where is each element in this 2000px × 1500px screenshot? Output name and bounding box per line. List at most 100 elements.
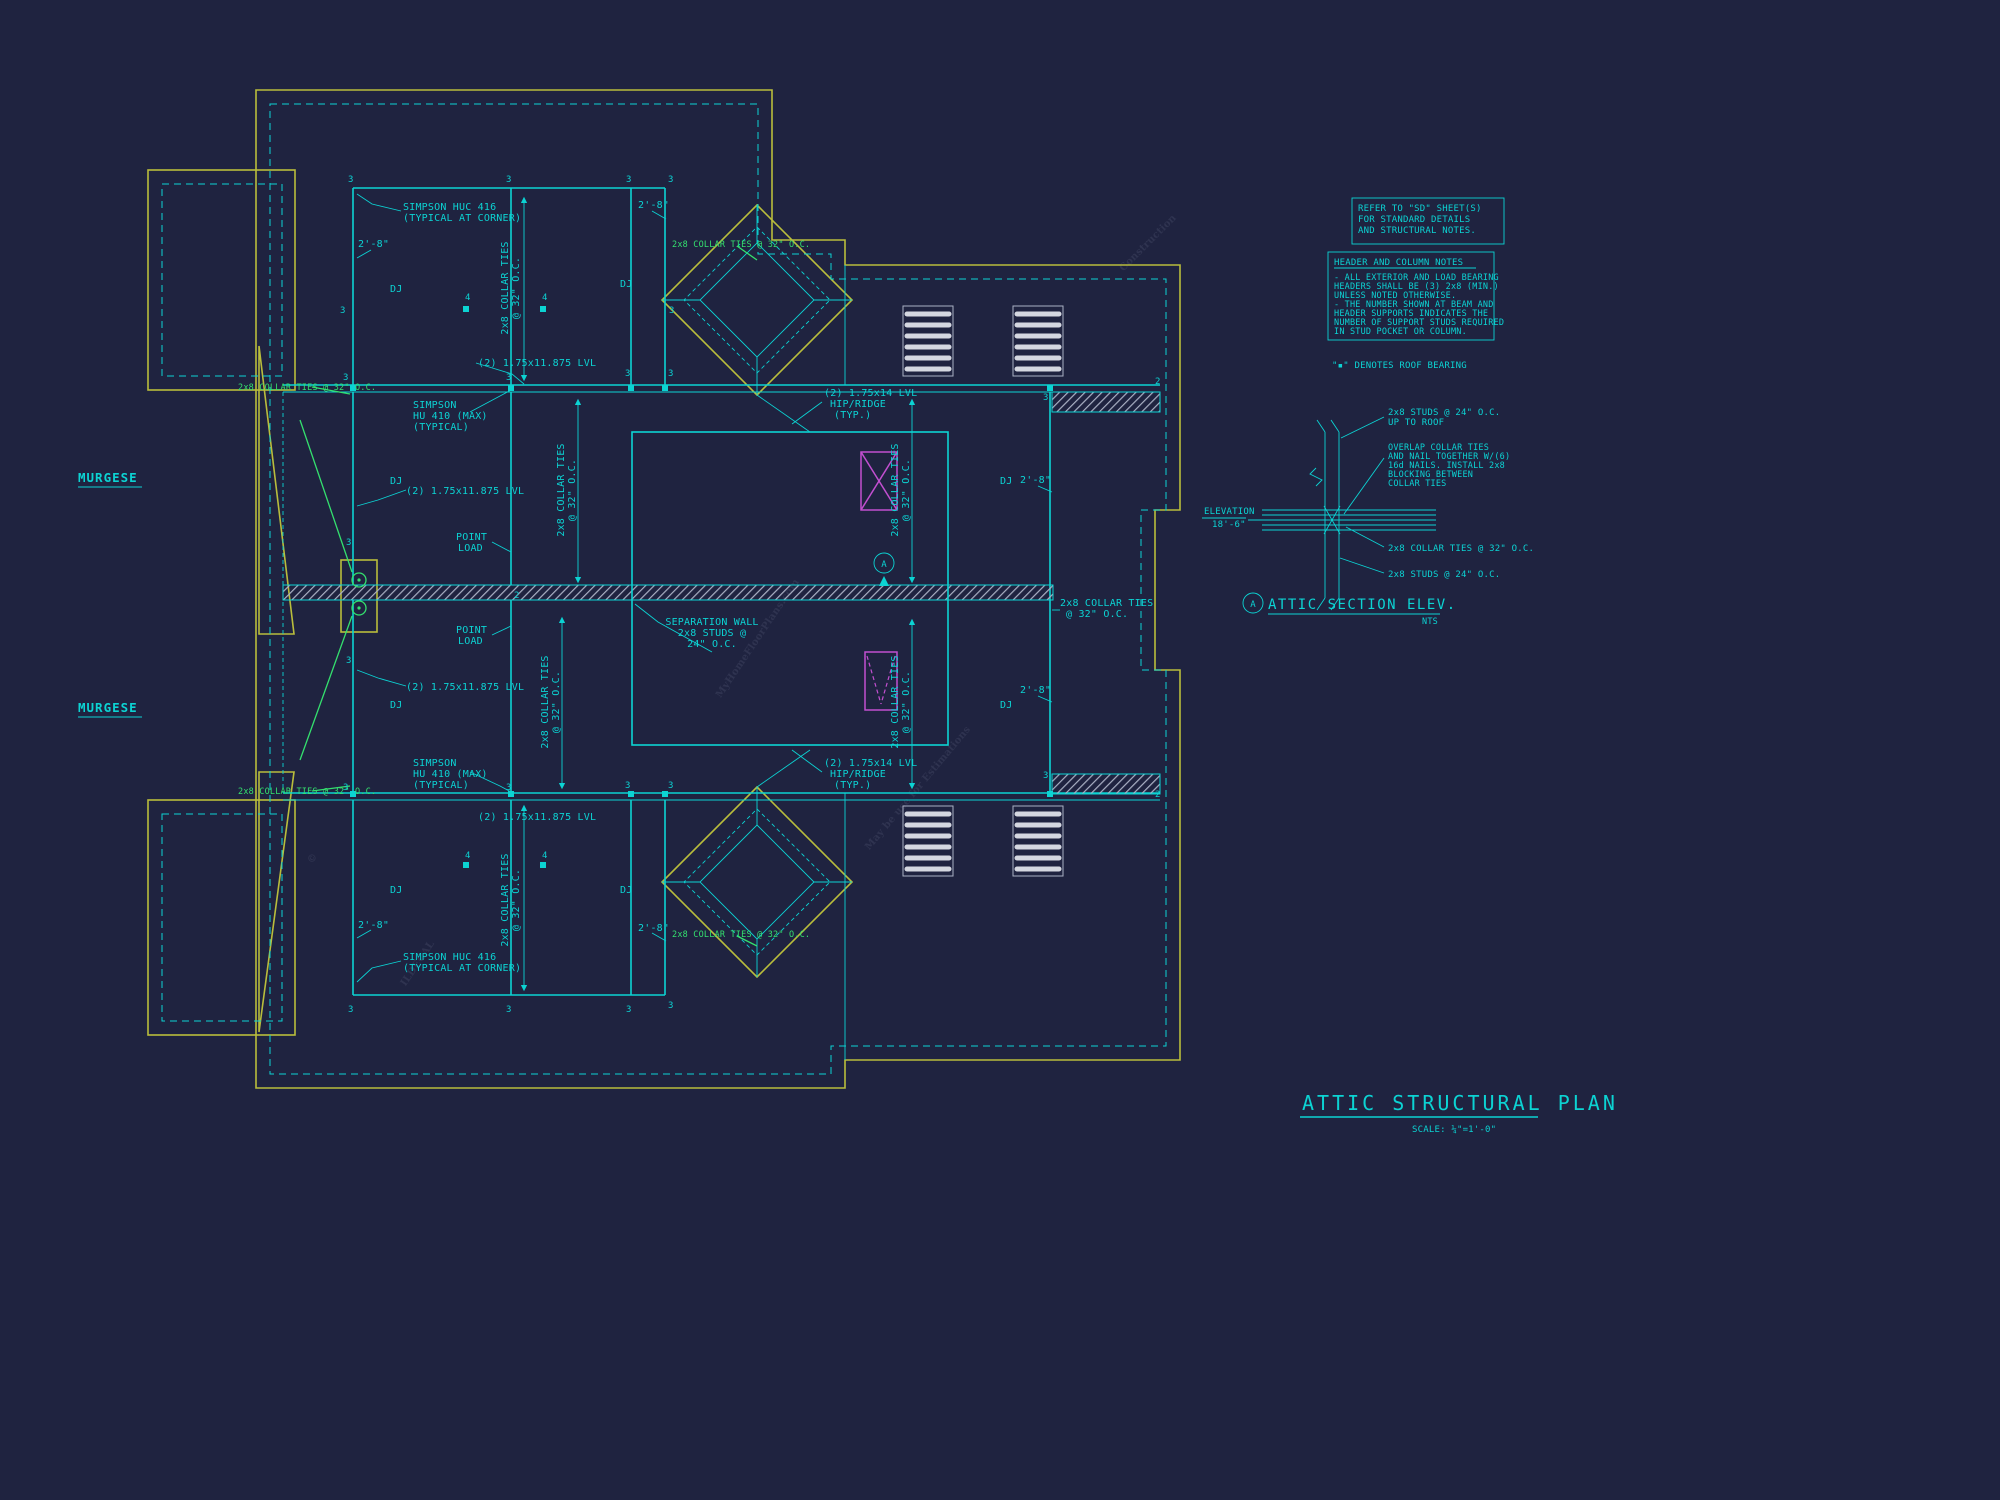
lvl-note: (2) 1.75x11.875 LVL xyxy=(406,486,524,497)
sheet-title: ATTIC STRUCTURAL PLAN xyxy=(1302,1091,1618,1115)
stud-count-label: 3 xyxy=(668,781,674,791)
simpson-huc-note: SIMPSON HUC 416(TYPICAL AT CORNER) xyxy=(403,952,521,974)
stud-count-label: 3 xyxy=(348,1005,354,1015)
vent-outline xyxy=(1012,805,1064,877)
refer-note: REFER TO "SD" SHEET(S)FOR STANDARD DETAI… xyxy=(1358,204,1482,236)
header-hatched xyxy=(1051,391,1161,413)
damper-symbol xyxy=(864,651,898,711)
vent-outline xyxy=(902,805,954,877)
collar-ties-green-note: 2x8 COLLAR TIES @ 32" O.C. xyxy=(238,383,376,393)
left-top-bumpout-outline xyxy=(147,169,296,391)
stud-count-label: 3 xyxy=(1043,771,1049,781)
section-leader xyxy=(1339,557,1385,574)
hip-ridge-line xyxy=(756,394,811,433)
header-hatched xyxy=(1051,773,1161,795)
section-marker-arrow xyxy=(879,576,889,586)
dim-leader xyxy=(651,932,667,942)
dim-leader xyxy=(356,929,372,939)
collar-ties-green-note: 2x8 COLLAR TIES @ 32" O.C. xyxy=(238,787,376,797)
collar-ties-note-vertical: 2x8 COLLAR TIES@ 32" O.C. xyxy=(500,853,522,946)
leader-line-green xyxy=(311,386,351,395)
section-title: ATTIC SECTION ELEV. xyxy=(1268,597,1457,613)
header-notes-title: HEADER AND COLUMN NOTES xyxy=(1334,258,1463,268)
collar-ties-note: 2x8 COLLAR TIES@ 32" O.C. xyxy=(1060,598,1153,620)
damper-x xyxy=(860,451,898,511)
collar-ties-text: 2x8 COLLAR TIES@ 32" O.C. xyxy=(556,443,578,536)
stud-count-label: 3 xyxy=(506,373,512,383)
lvl-note: (2) 1.75x11.875 LVL xyxy=(406,682,524,693)
connector-leader xyxy=(299,615,353,761)
leader-line xyxy=(356,193,402,212)
attic-vent-symbols xyxy=(902,305,1064,877)
stud-break-top xyxy=(1316,419,1340,433)
damper-v xyxy=(866,655,882,705)
stud-count-label: 3 xyxy=(625,781,631,791)
stud-count-label: 3 xyxy=(506,783,512,793)
stud-count-label: 3 xyxy=(348,175,354,185)
overlap-note: OVERLAP COLLAR TIES AND NAIL TOGETHER W/… xyxy=(1388,443,1516,489)
left-bottom-bumpout-dashed xyxy=(161,813,283,1022)
sheet-scale: SCALE: ¼"=1'-0" xyxy=(1412,1125,1496,1135)
collar-ties-note-vertical: 2x8 COLLAR TIES@ 32" O.C. xyxy=(890,443,912,536)
connector-dot xyxy=(357,578,361,582)
roof-bearing-marker xyxy=(662,791,668,797)
stud-count-label: 3 xyxy=(506,175,512,185)
damper-symbol xyxy=(860,451,898,511)
leader-lines xyxy=(311,193,1060,983)
separation-wall-room xyxy=(631,431,949,746)
left-valley-bottom xyxy=(258,771,295,1033)
section-nts: NTS xyxy=(1422,617,1438,627)
damper-symbols xyxy=(860,451,898,711)
stud-count-label: 3 xyxy=(668,175,674,185)
roof-bearing-marker xyxy=(1047,385,1053,391)
attic-section-detail: 2x8 STUDS @ 24" O.C.UP TO ROOF OVERLAP C… xyxy=(1202,408,1534,627)
roof-bearing-marker xyxy=(1047,791,1053,797)
section-leader xyxy=(1340,416,1385,439)
roof-bearing-marker xyxy=(628,385,634,391)
plan-annotations: SIMPSON HUC 416(TYPICAL AT CORNER) SIMPS… xyxy=(238,175,1161,1015)
roof-bearing-marker xyxy=(508,791,514,797)
stud-count-label: 3 xyxy=(346,538,352,548)
roof-bearing-marker xyxy=(350,385,356,391)
collar-ties-text: 2x8 COLLAR TIES@ 32" O.C. xyxy=(890,443,912,536)
header-notes-body: - ALL EXTERIOR AND LOAD BEARING HEADERS … xyxy=(1334,273,1510,337)
stud-count-label: 3 xyxy=(668,1001,674,1011)
stud-break-bottom xyxy=(1316,597,1340,611)
dj-label: DJ xyxy=(620,279,632,290)
left-top-bumpout-dashed xyxy=(161,183,283,377)
dimension-label: 2'-8" xyxy=(638,200,669,211)
stud-count-label: 3 xyxy=(340,306,346,316)
leader-line xyxy=(356,960,402,983)
refer-note-box xyxy=(1351,197,1505,245)
studs-note: 2x8 STUDS @ 24" O.C. xyxy=(1388,570,1500,580)
collar-ties-text: 2x8 COLLAR TIES@ 32" O.C. xyxy=(500,853,522,946)
dj-label: DJ xyxy=(390,476,402,487)
vent-outline xyxy=(1012,305,1064,377)
stud-count-label: 4 xyxy=(542,851,548,861)
stud-marker xyxy=(463,306,469,312)
section-leader xyxy=(1345,526,1385,548)
lvl-note: (2) 1.75x11.875 LVL xyxy=(478,812,596,823)
watermark-copyright: © xyxy=(306,851,321,866)
collar-ties-text: 2x8 COLLAR TIES@ 32" O.C. xyxy=(500,241,522,334)
collar-ties-note-vertical: 2x8 COLLAR TIES@ 32" O.C. xyxy=(890,655,912,748)
leader-line-green xyxy=(736,245,758,261)
stud-count-label: 4 xyxy=(465,851,471,861)
stud-count-label: 3 xyxy=(626,1005,632,1015)
murgese-label: MURGESE xyxy=(78,470,138,485)
murgese-label: MURGESE xyxy=(78,700,138,715)
stud-marker xyxy=(540,306,546,312)
left-valley-top xyxy=(258,345,295,635)
nail-mark xyxy=(1323,505,1341,535)
leader-line xyxy=(356,489,407,507)
section-title-marker-letter: A xyxy=(1250,600,1256,610)
stud-count-label: 2 xyxy=(1155,377,1161,387)
